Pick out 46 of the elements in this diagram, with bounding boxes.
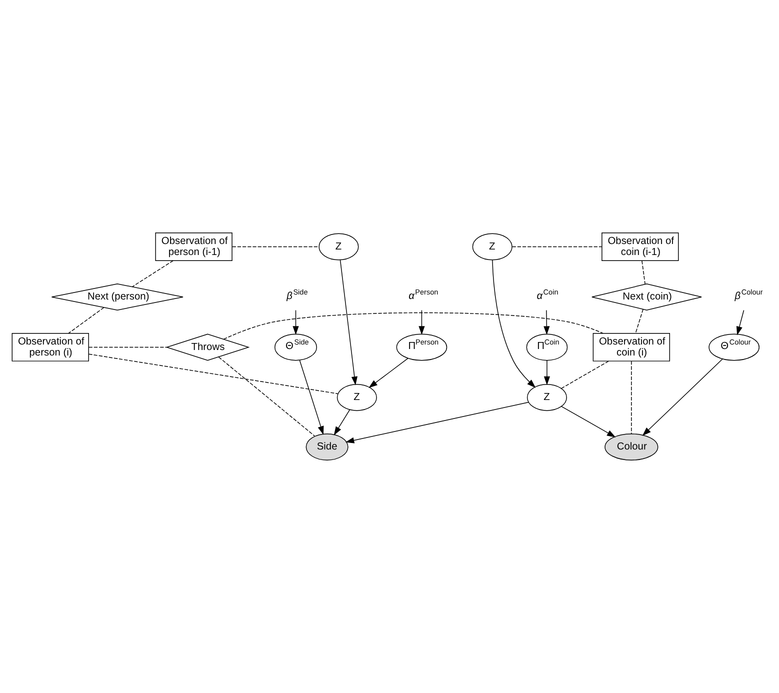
node-diamond: Next (coin)	[592, 284, 702, 310]
connector	[635, 308, 644, 334]
connector	[631, 360, 632, 434]
arrow	[368, 358, 408, 388]
connector	[88, 354, 338, 394]
node-box: Observation of coin (i-1)	[602, 232, 679, 261]
connector	[232, 246, 320, 248]
connector	[88, 346, 168, 348]
node-ellipse: Π$^{Coin}$	[526, 334, 568, 361]
node-text: β$^{Colour}$	[734, 287, 763, 302]
node-box: Observation of coin (i)	[592, 333, 670, 362]
connector	[223, 312, 604, 340]
arrow	[340, 260, 358, 386]
arrow	[492, 260, 536, 388]
connector	[560, 360, 609, 389]
arrow	[334, 409, 350, 436]
node-ellipse: Z	[526, 384, 567, 411]
node-ellipse: Z	[336, 384, 377, 411]
arrow	[345, 402, 529, 444]
connector	[218, 356, 316, 436]
node-diamond: Throws	[166, 334, 250, 361]
node-ellipse: Z	[318, 233, 359, 260]
connector	[132, 260, 174, 288]
node-ellipse: Side	[306, 434, 348, 460]
arrow	[299, 360, 324, 435]
arrow	[292, 310, 299, 335]
node-ellipse: Θ$^{Colour}$	[708, 334, 760, 361]
node-ellipse: Z	[472, 233, 512, 260]
connector	[642, 260, 646, 284]
node-box: Observation of person (i-1)	[155, 232, 232, 261]
connector	[512, 246, 602, 248]
node-text: α$^{Person}$	[408, 287, 438, 302]
node-ellipse: Θ$^{Side}$	[274, 334, 318, 361]
arrow	[561, 406, 616, 438]
arrow	[642, 358, 723, 436]
node-ellipse: Π$^{Person}$	[396, 334, 448, 361]
arrow	[544, 360, 550, 386]
node-text: α$^{Coin}$	[536, 287, 558, 302]
arrow	[544, 310, 550, 335]
node-diamond: Next (person)	[51, 284, 184, 310]
node-box: Observation of person (i)	[12, 333, 89, 362]
connector	[68, 307, 104, 334]
arrow	[736, 310, 744, 336]
arrow	[418, 310, 425, 335]
node-text: β$^{Side}$	[286, 287, 308, 302]
node-ellipse: Colour	[604, 434, 658, 460]
